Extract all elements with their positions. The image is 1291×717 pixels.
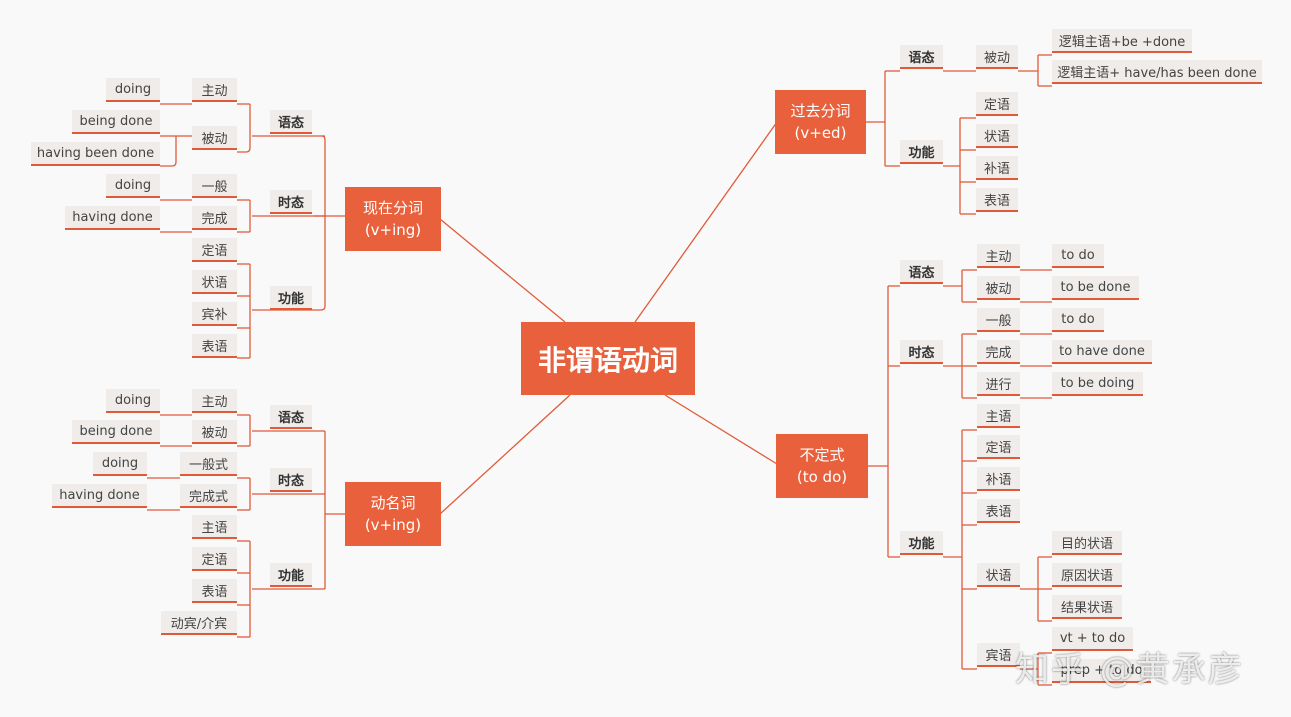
- gerund-tense-perfect-form[interactable]: having done: [52, 484, 147, 508]
- pastp-voice[interactable]: 语态: [900, 45, 943, 69]
- inf-function-3[interactable]: 补语: [977, 467, 1020, 491]
- inf-object-2[interactable]: prep + to do: [1052, 659, 1151, 683]
- node-gerund[interactable]: 动名词 (v+ing): [345, 482, 441, 546]
- inf-function-1[interactable]: 主语: [977, 404, 1020, 428]
- pastp-function[interactable]: 功能: [900, 140, 943, 164]
- inf-tense-general-form[interactable]: to do: [1052, 308, 1104, 332]
- gerund-voice-passive[interactable]: 被动: [192, 420, 237, 444]
- pp-function-4[interactable]: 表语: [192, 334, 237, 358]
- gerund-voice-passive-form[interactable]: being done: [72, 420, 160, 444]
- inf-adverbial-3[interactable]: 结果状语: [1052, 595, 1122, 619]
- inf-function-4[interactable]: 表语: [977, 499, 1020, 523]
- gerund-function-1[interactable]: 主语: [192, 515, 237, 539]
- inf-voice-passive-form[interactable]: to be done: [1052, 276, 1139, 300]
- pp-tense[interactable]: 时态: [270, 190, 312, 214]
- pp-function-1[interactable]: 定语: [192, 238, 237, 262]
- inf-tense-progressive[interactable]: 进行: [977, 372, 1020, 396]
- gerund-tense[interactable]: 时态: [270, 468, 312, 492]
- pp-tense-perfect-form[interactable]: having done: [65, 206, 160, 230]
- inf-adverbial-2[interactable]: 原因状语: [1052, 563, 1122, 587]
- inf-function[interactable]: 功能: [900, 531, 943, 555]
- gerund-voice-active[interactable]: 主动: [192, 389, 237, 413]
- inf-adverbial-1[interactable]: 目的状语: [1052, 531, 1122, 555]
- pastp-function-2[interactable]: 状语: [976, 124, 1018, 148]
- pp-tense-perfect[interactable]: 完成: [192, 206, 237, 230]
- gerund-voice-active-form[interactable]: doing: [106, 389, 160, 413]
- zhihu-watermark: 知乎 @黄承彦: [1015, 650, 1244, 690]
- pp-voice-passive[interactable]: 被动: [192, 126, 237, 150]
- pp-voice-active[interactable]: 主动: [192, 78, 237, 102]
- inf-voice-active-form[interactable]: to do: [1052, 244, 1104, 268]
- inf-object-1[interactable]: vt + to do: [1052, 627, 1133, 651]
- pp-tense-general[interactable]: 一般: [192, 174, 237, 198]
- pastp-voice-passive-form-2[interactable]: 逻辑主语+ have/has been done: [1052, 60, 1262, 84]
- node-past-participle[interactable]: 过去分词 (v+ed): [775, 90, 866, 154]
- pp-function[interactable]: 功能: [270, 286, 312, 310]
- inf-tense[interactable]: 时态: [900, 340, 943, 364]
- pp-function-3[interactable]: 宾补: [192, 302, 237, 326]
- gerund-function-2[interactable]: 定语: [192, 547, 237, 571]
- gerund-function-4[interactable]: 动宾/介宾: [161, 611, 237, 635]
- gerund-voice[interactable]: 语态: [270, 405, 312, 429]
- node-infinitive[interactable]: 不定式 (to do): [776, 434, 868, 498]
- gerund-tense-general-form[interactable]: doing: [93, 452, 147, 476]
- pastp-function-4[interactable]: 表语: [976, 188, 1018, 212]
- inf-tense-perfect[interactable]: 完成: [977, 340, 1020, 364]
- pastp-function-1[interactable]: 定语: [976, 92, 1018, 116]
- pastp-function-3[interactable]: 补语: [976, 156, 1018, 180]
- inf-tense-perfect-form[interactable]: to have done: [1052, 340, 1152, 364]
- pp-function-2[interactable]: 状语: [192, 270, 237, 294]
- inf-voice-passive[interactable]: 被动: [977, 276, 1020, 300]
- inf-voice-active[interactable]: 主动: [977, 244, 1020, 268]
- inf-function-2[interactable]: 定语: [977, 435, 1020, 459]
- inf-tense-general[interactable]: 一般: [977, 308, 1020, 332]
- gerund-tense-perfect[interactable]: 完成式: [180, 484, 237, 508]
- inf-object[interactable]: 宾语: [977, 643, 1020, 667]
- root-node[interactable]: 非谓语动词: [521, 322, 695, 395]
- pastp-voice-passive[interactable]: 被动: [976, 45, 1018, 69]
- gerund-function[interactable]: 功能: [270, 563, 312, 587]
- pp-voice[interactable]: 语态: [270, 110, 312, 134]
- inf-tense-progressive-form[interactable]: to be doing: [1052, 372, 1143, 396]
- pp-tense-general-form[interactable]: doing: [106, 174, 160, 198]
- inf-voice[interactable]: 语态: [900, 260, 943, 284]
- pp-voice-passive-form-1[interactable]: being done: [72, 110, 160, 134]
- pp-voice-passive-form-2[interactable]: having been done: [31, 142, 160, 166]
- pastp-voice-passive-form-1[interactable]: 逻辑主语+be +done: [1052, 29, 1192, 53]
- pp-voice-active-form[interactable]: doing: [106, 78, 160, 102]
- gerund-tense-general[interactable]: 一般式: [180, 452, 237, 476]
- node-present-participle[interactable]: 现在分词 (v+ing): [345, 187, 441, 251]
- gerund-function-3[interactable]: 表语: [192, 579, 237, 603]
- inf-adverbial[interactable]: 状语: [977, 563, 1020, 587]
